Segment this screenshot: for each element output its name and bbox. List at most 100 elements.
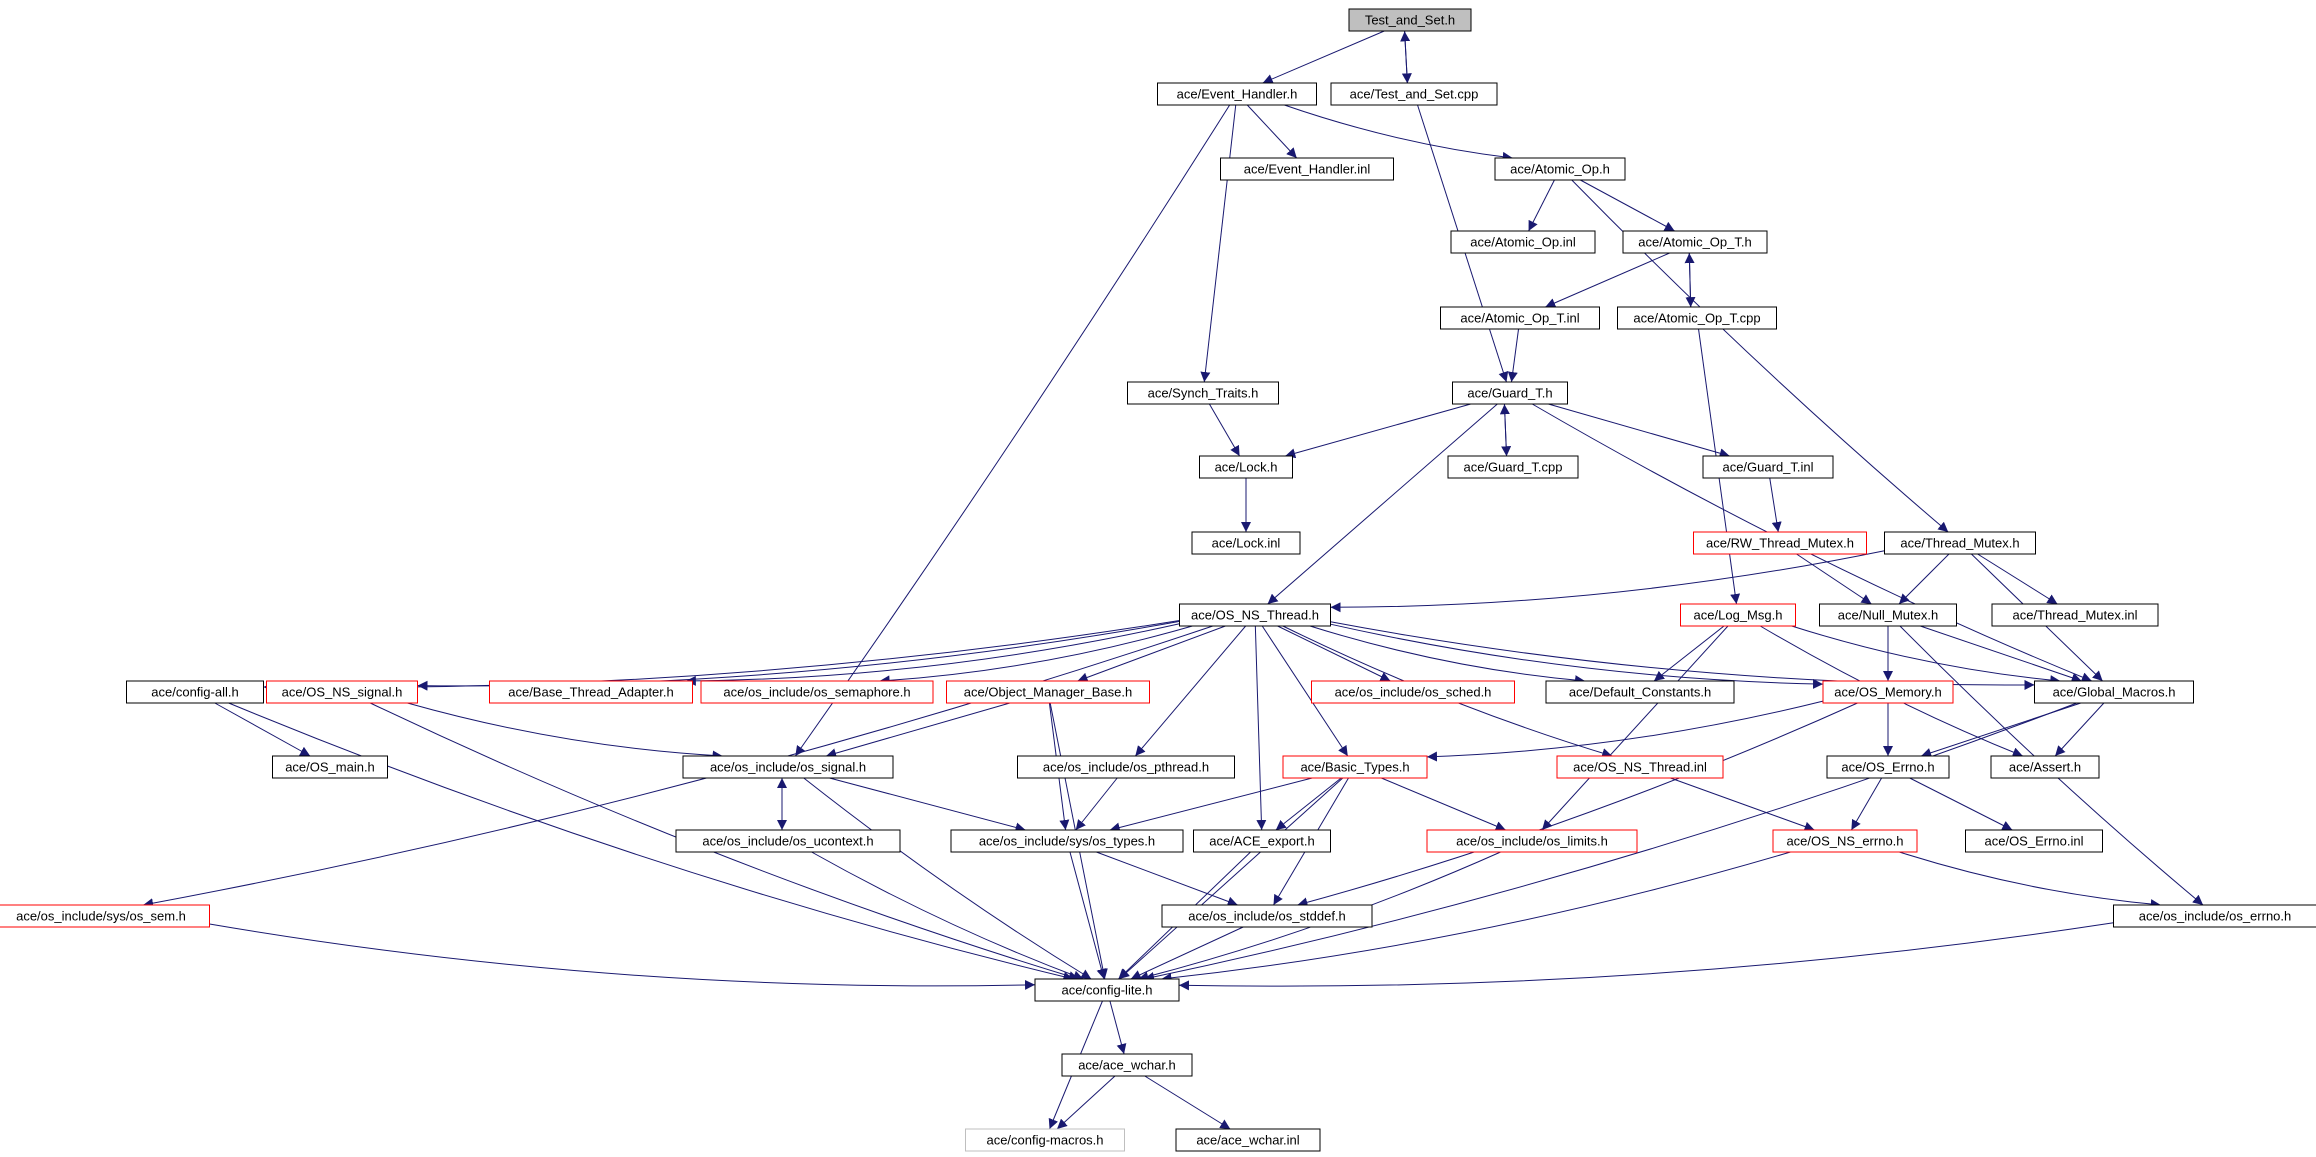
edge-basic-types-h-to-sys-os-types-h	[1109, 777, 1313, 833]
node-ace-wchar-h[interactable]: ace/ace_wchar.h	[1061, 1053, 1193, 1077]
node-sys-os-sem-h[interactable]: ace/os_include/sys/os_sem.h	[0, 904, 210, 928]
node-event-handler-h[interactable]: ace/Event_Handler.h	[1157, 82, 1317, 106]
node-global-macros-h[interactable]: ace/Global_Macros.h	[2034, 680, 2194, 704]
node-os-limits-h[interactable]: ace/os_include/os_limits.h	[1426, 829, 1638, 853]
edge-log-msg-h-to-global-macros-h	[1791, 625, 2061, 686]
node-default-constants-h[interactable]: ace/Default_Constants.h	[1545, 680, 1735, 704]
node-lock-inl[interactable]: ace/Lock.inl	[1191, 531, 1301, 555]
node-box	[1617, 306, 1777, 330]
node-atomic-op-t-cpp[interactable]: ace/Atomic_Op_T.cpp	[1617, 306, 1777, 330]
edge-atomic-op-h-to-atomic-op-inl	[1528, 179, 1555, 232]
node-os-ns-thread-h[interactable]: ace/OS_NS_Thread.h	[1179, 603, 1331, 627]
edge-guard-t-h-to-lock-h	[1285, 403, 1471, 459]
edge-os-ns-thread-h-to-os-ns-signal-h	[417, 620, 1180, 691]
node-box	[1545, 680, 1735, 704]
node-os-errno-h[interactable]: ace/OS_Errno.h	[1826, 755, 1950, 779]
node-label: ace/Assert.h	[2009, 760, 2081, 775]
edge-os-ns-errno-h-to-config-lite-h	[1161, 851, 1791, 983]
edge-thread-mutex-h-to-os-ns-thread-h	[1330, 550, 1885, 613]
edge-os-stddef-h-to-config-lite-h	[1130, 926, 1244, 980]
node-box	[1702, 455, 1834, 479]
edge-atomic-op-t-inl-to-guard-t-h	[1507, 328, 1520, 383]
node-guard-t-cpp[interactable]: ace/Guard_T.cpp	[1447, 455, 1579, 479]
node-os-semaphore-h[interactable]: ace/os_include/os_semaphore.h	[700, 680, 934, 704]
node-os-sched-h[interactable]: ace/os_include/os_sched.h	[1311, 680, 1515, 704]
edge-os-ns-signal-h-to-config-lite-h	[370, 702, 1079, 981]
node-os-include-os-errno-h[interactable]: ace/os_include/os_errno.h	[2113, 904, 2316, 928]
node-basic-types-h[interactable]: ace/Basic_Types.h	[1282, 755, 1428, 779]
node-config-lite-h[interactable]: ace/config-lite.h	[1034, 978, 1180, 1002]
node-rw-thread-mutex-h[interactable]: ace/RW_Thread_Mutex.h	[1693, 531, 1867, 555]
node-label: ace/Event_Handler.h	[1177, 87, 1298, 102]
node-label: ace/os_include/os_semaphore.h	[723, 685, 910, 700]
node-os-errno-inl[interactable]: ace/OS_Errno.inl	[1965, 829, 2103, 853]
node-os-main-h[interactable]: ace/OS_main.h	[272, 755, 388, 779]
node-label: ace/OS_NS_Thread.h	[1191, 608, 1319, 623]
node-assert-h[interactable]: ace/Assert.h	[1990, 755, 2100, 779]
node-label: ace/Base_Thread_Adapter.h	[508, 685, 674, 700]
node-test-and-set-h[interactable]: Test_and_Set.h	[1348, 8, 1472, 32]
node-box	[1622, 230, 1768, 254]
edge-os-ns-thread-h-to-sys-os-sem-h	[143, 625, 1213, 909]
node-label: ace/os_include/os_ucontext.h	[702, 834, 873, 849]
node-os-stddef-h[interactable]: ace/os_include/os_stddef.h	[1161, 904, 1373, 928]
node-label: ace/Thread_Mutex.inl	[2012, 608, 2137, 623]
node-box	[1991, 603, 2159, 627]
edge-thread-mutex-h-to-null-mutex-h	[1898, 553, 1950, 605]
node-os-ns-thread-inl[interactable]: ace/OS_NS_Thread.inl	[1556, 755, 1724, 779]
node-label: ace/Null_Mutex.h	[1838, 608, 1938, 623]
node-label: ace/Atomic_Op.h	[1510, 162, 1610, 177]
node-os-ns-signal-h[interactable]: ace/OS_NS_signal.h	[266, 680, 418, 704]
node-os-pthread-h[interactable]: ace/os_include/os_pthread.h	[1017, 755, 1235, 779]
node-label: ace/OS_Errno.h	[1841, 760, 1934, 775]
node-ace-export-h[interactable]: ace/ACE_export.h	[1193, 829, 1331, 853]
node-box	[2034, 680, 2194, 704]
node-box	[489, 680, 693, 704]
node-null-mutex-h[interactable]: ace/Null_Mutex.h	[1819, 603, 1957, 627]
node-box	[0, 904, 210, 928]
node-atomic-op-h[interactable]: ace/Atomic_Op.h	[1494, 157, 1626, 181]
node-thread-mutex-h[interactable]: ace/Thread_Mutex.h	[1884, 531, 2036, 555]
node-box	[1440, 306, 1600, 330]
node-box	[1426, 829, 1638, 853]
node-guard-t-inl[interactable]: ace/Guard_T.inl	[1702, 455, 1834, 479]
node-box	[1822, 680, 1954, 704]
node-test-and-set-cpp[interactable]: ace/Test_and_Set.cpp	[1330, 82, 1498, 106]
node-box	[126, 680, 264, 704]
node-base-thread-adapter-h[interactable]: ace/Base_Thread_Adapter.h	[489, 680, 693, 704]
nodes: Test_and_Set.h ace/Event_Handler.h ace/Tes…	[0, 8, 2316, 1152]
node-ace-wchar-inl[interactable]: ace/ace_wchar.inl	[1175, 1128, 1321, 1152]
node-label: ace/Lock.h	[1215, 460, 1278, 475]
edge-ace-wchar-h-to-ace-wchar-inl	[1144, 1075, 1231, 1130]
node-os-ucontext-h[interactable]: ace/os_include/os_ucontext.h	[675, 829, 901, 853]
node-synch-traits-h[interactable]: ace/Synch_Traits.h	[1127, 381, 1279, 405]
node-log-msg-h[interactable]: ace/Log_Msg.h	[1680, 603, 1796, 627]
node-config-macros-h[interactable]: ace/config-macros.h	[965, 1128, 1125, 1152]
edge-os-ns-thread-h-to-os-semaphore-h	[879, 625, 1193, 686]
node-os-ns-errno-h[interactable]: ace/OS_NS_errno.h	[1772, 829, 1918, 853]
node-thread-mutex-inl[interactable]: ace/Thread_Mutex.inl	[1991, 603, 2159, 627]
node-lock-h[interactable]: ace/Lock.h	[1199, 455, 1293, 479]
node-box	[1193, 829, 1331, 853]
edge-test-and-set-cpp-to-test-and-set-h	[1400, 31, 1411, 84]
node-box	[1191, 531, 1301, 555]
node-box	[1127, 381, 1279, 405]
node-label: ace/Object_Manager_Base.h	[964, 685, 1132, 700]
node-object-manager-base-h[interactable]: ace/Object_Manager_Base.h	[946, 680, 1150, 704]
node-sys-os-types-h[interactable]: ace/os_include/sys/os_types.h	[950, 829, 1184, 853]
node-box	[1017, 755, 1235, 779]
edge-os-ucontext-h-to-config-lite-h	[811, 851, 1084, 981]
node-os-signal-h[interactable]: ace/os_include/os_signal.h	[682, 755, 894, 779]
node-label: Test_and_Set.h	[1365, 13, 1455, 28]
node-label: ace/Atomic_Op.inl	[1470, 235, 1576, 250]
node-atomic-op-inl[interactable]: ace/Atomic_Op.inl	[1450, 230, 1596, 254]
node-atomic-op-t-h[interactable]: ace/Atomic_Op_T.h	[1622, 230, 1768, 254]
node-config-all-h[interactable]: ace/config-all.h	[126, 680, 264, 704]
node-label: ace/ace_wchar.h	[1078, 1058, 1176, 1073]
node-box	[1311, 680, 1515, 704]
node-os-memory-h[interactable]: ace/OS_Memory.h	[1822, 680, 1954, 704]
node-guard-t-h[interactable]: ace/Guard_T.h	[1452, 381, 1568, 405]
node-event-handler-inl[interactable]: ace/Event_Handler.inl	[1220, 157, 1394, 181]
node-atomic-op-t-inl[interactable]: ace/Atomic_Op_T.inl	[1440, 306, 1600, 330]
